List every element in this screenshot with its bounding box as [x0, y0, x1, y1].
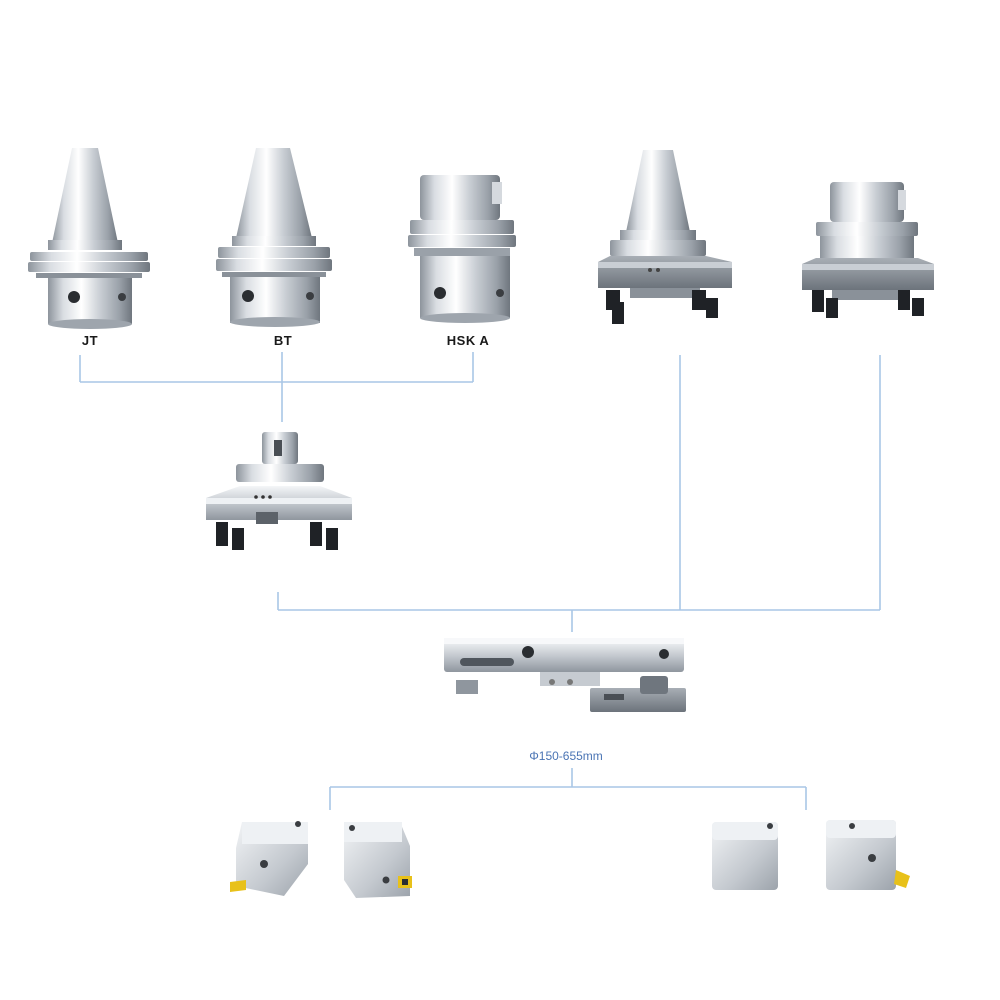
- three-point-adapter: [206, 432, 352, 550]
- hsk-a-shank: [408, 175, 516, 323]
- bt-taper-shank: [216, 148, 332, 327]
- cartridge-1: [230, 821, 308, 896]
- dimension-range-label: Φ150-655mm: [529, 749, 603, 763]
- label-hsk-a: HSK A: [446, 333, 490, 348]
- jt-taper-shank: [28, 148, 150, 329]
- slide-boring-bar: [444, 638, 686, 712]
- cartridge-3: [712, 822, 778, 890]
- connector-lines: [79, 352, 881, 810]
- cartridge-4: [826, 820, 910, 890]
- label-jt: JT: [81, 333, 99, 348]
- cartridge-2: [344, 822, 412, 898]
- hsk-direct-head: [802, 182, 934, 318]
- taper-direct-head: [598, 150, 732, 324]
- label-bt: BT: [273, 333, 293, 348]
